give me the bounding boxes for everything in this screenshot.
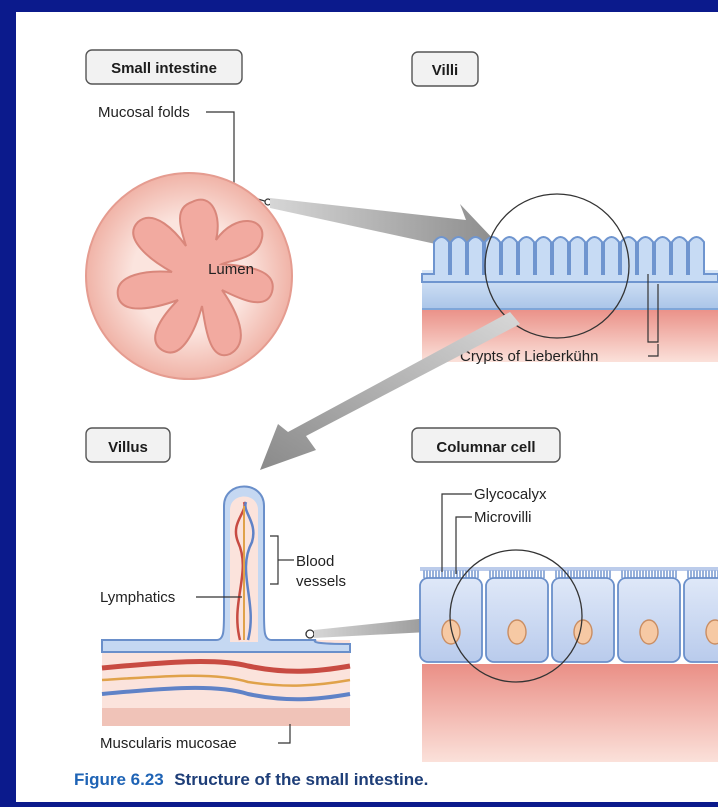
lumen-label: Lumen [208,261,254,278]
muscularis-layer [102,708,350,726]
columnar-cells [420,567,718,662]
caption-text: Figure 6.23 Structure of the small intes… [74,770,428,789]
small-intestine-panel: Small intestine Mucosal folds Lumen [86,50,292,379]
cell-microvilli [490,570,544,578]
cell-underlying-tissue [422,664,718,762]
cell-microvilli [688,570,718,578]
muscularis-leader [278,724,290,743]
columnar-cell-panel: Columnar cell Glycocalyx Microvilli [412,428,718,762]
caption-number: Figure 6.23 [74,770,164,789]
villi-title: Villi [432,62,458,79]
figure-svg: Small intestine Mucosal folds Lumen Vill… [16,12,718,802]
figure-caption: Figure 6.23 Structure of the small intes… [74,770,428,789]
villus-panel: Villus Blood vessels Lymphatics Muscular… [86,428,350,752]
muscularis-label: Muscularis mucosae [100,735,237,752]
cell-nucleus [508,620,526,644]
caption-title: Structure of the small intestine. [174,770,428,789]
villus-title: Villus [108,439,148,456]
microvilli-label: Microvilli [474,509,532,526]
small-intestine-title: Small intestine [111,60,217,77]
blood-vessels-label-1: Blood [296,553,334,570]
cell-microvilli [424,570,478,578]
microvilli-leader [456,517,472,574]
cell-microvilli [622,570,676,578]
blood-vessels-label-2: vessels [296,573,346,590]
cell-nucleus [640,620,658,644]
blood-vessels-bracket [270,536,278,584]
crypts-label: Crypts of Lieberkühn [460,348,598,365]
columnar-cell-title: Columnar cell [436,439,535,456]
villi-panel: Villi Crypts of Lieberkühn [412,52,718,365]
glycocalyx-leader [442,494,472,572]
villus-cell-marker [306,630,314,638]
cell-nucleus [706,620,718,644]
glycocalyx-label: Glycocalyx [474,486,547,503]
villi-projections [422,237,718,282]
figure-page: Small intestine Mucosal folds Lumen Vill… [16,12,718,802]
glycocalyx-layer [420,567,718,571]
mucosal-folds-label: Mucosal folds [98,104,190,121]
lymphatics-label: Lymphatics [100,589,175,606]
